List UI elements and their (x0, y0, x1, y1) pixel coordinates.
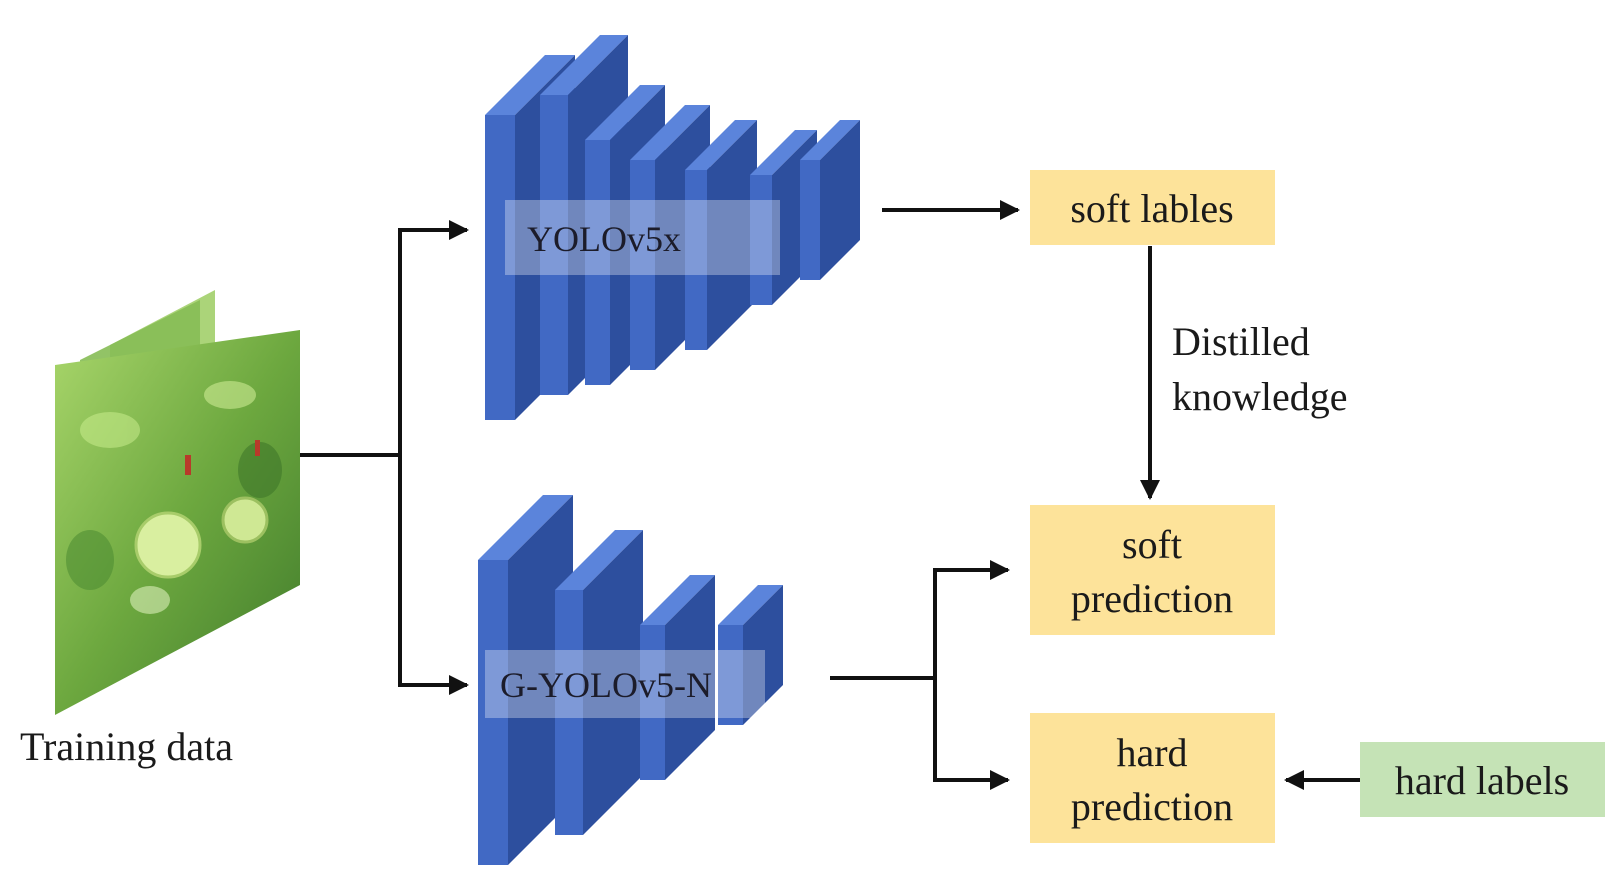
soft-labels-box (1030, 170, 1275, 245)
student-output-connector (830, 560, 1010, 790)
teacher-network (485, 35, 860, 420)
student-layer (555, 530, 643, 835)
teacher-label: YOLOv5x (527, 219, 681, 259)
hard-prediction-box (1030, 713, 1275, 843)
hard-prediction-line1: hard (1116, 730, 1187, 775)
soft-prediction-line2: prediction (1071, 576, 1233, 621)
soft-prediction-box (1030, 505, 1275, 635)
teacher-layer (800, 120, 860, 280)
knowledge-label: knowledge (1172, 374, 1348, 419)
soft-labels-text: soft lables (1070, 186, 1233, 231)
distilled-label: Distilled (1172, 319, 1310, 364)
student-label-box (485, 650, 765, 718)
hard-labels-text: hard labels (1395, 758, 1569, 803)
student-network (478, 495, 783, 865)
teacher-label-box (505, 200, 780, 275)
student-layer (718, 585, 783, 725)
input-branch-connector (300, 220, 469, 695)
training-data-image (55, 290, 300, 715)
teacher-layer (685, 120, 757, 350)
training-data-label: Training data (20, 724, 233, 769)
hard-labels-box (1360, 742, 1605, 817)
hard-prediction-line2: prediction (1071, 784, 1233, 829)
student-label: G-YOLOv5-N (500, 665, 712, 705)
student-layer (640, 575, 715, 780)
soft-prediction-line1: soft (1122, 522, 1182, 567)
